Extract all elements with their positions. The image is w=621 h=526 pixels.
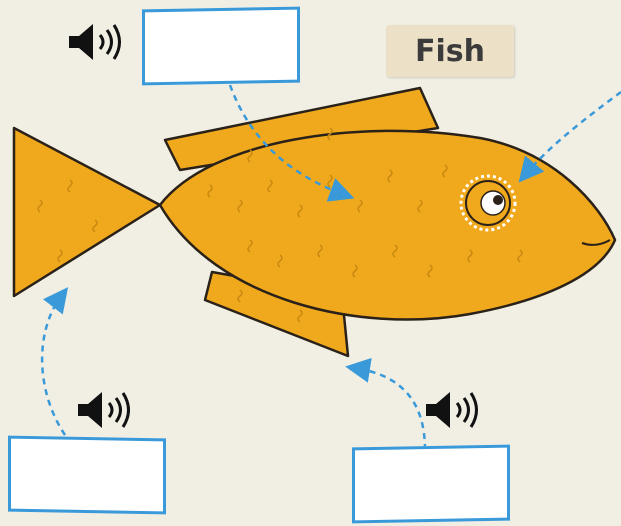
answer-box-bottom-left[interactable]	[8, 435, 166, 515]
arrow-edge-to-eye	[518, 90, 621, 183]
speaker-button-top[interactable]	[65, 20, 125, 64]
fish-scales	[37, 127, 523, 323]
dorsal-fin	[163, 86, 440, 172]
arrow-left-box-to-tail	[40, 287, 69, 436]
speaker-icon	[69, 24, 121, 60]
arrow-right-box-to-fin	[345, 357, 427, 451]
speaker-icon	[78, 392, 130, 428]
fish-mouth	[581, 239, 611, 246]
fish-label-tag: Fish	[386, 25, 514, 77]
arrow-top-box-to-body	[228, 84, 355, 202]
speaker-button-bottom-right[interactable]	[422, 388, 482, 432]
speaker-icon	[426, 392, 478, 428]
pointer-arrows	[40, 84, 621, 451]
tail-fin	[12, 126, 162, 298]
answer-box-bottom-right[interactable]	[352, 444, 510, 524]
fish-eye	[459, 174, 517, 232]
speaker-button-bottom-left[interactable]	[74, 388, 134, 432]
answer-box-top[interactable]	[142, 6, 300, 86]
